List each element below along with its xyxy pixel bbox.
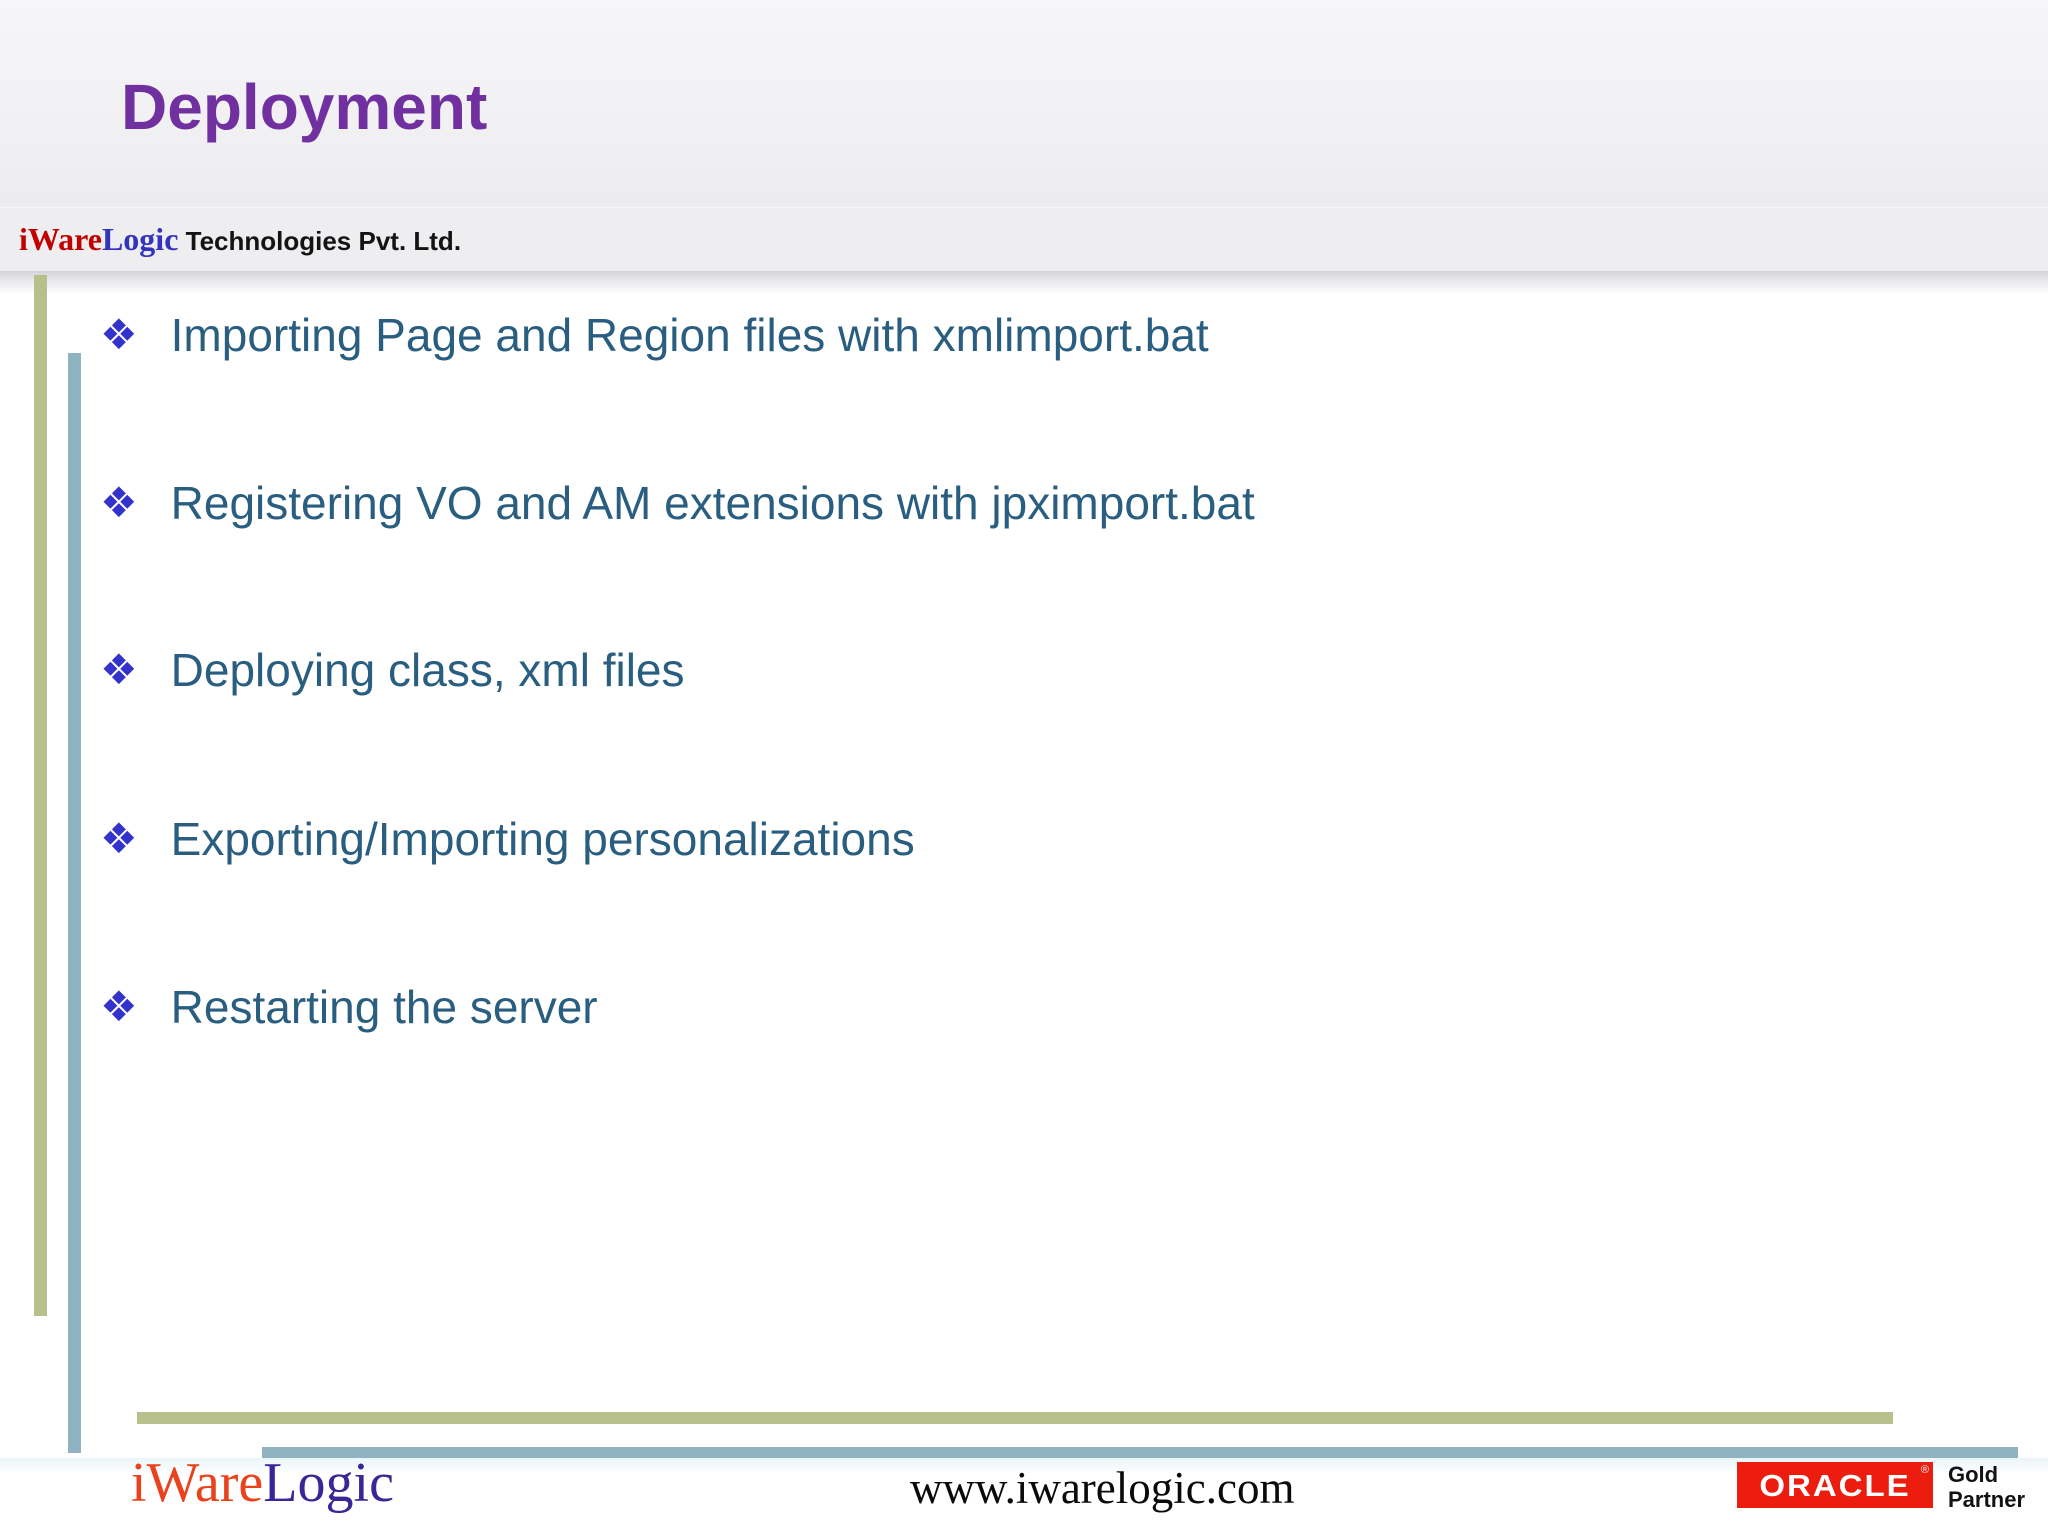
header-shadow-divider <box>0 271 2048 295</box>
bottom-bar-glow <box>0 1458 2048 1474</box>
bullet-text: Restarting the server <box>170 981 598 1033</box>
list-item: ❖ Registering VO and AM extensions with … <box>100 473 1255 533</box>
website-url: www.iwarelogic.com <box>910 1463 1295 1513</box>
page-title: Deployment <box>121 71 488 143</box>
list-item: ❖ Importing Page and Region files with x… <box>100 305 1209 365</box>
list-item: ❖ Exporting/Importing personalizations <box>100 809 915 869</box>
company-strip: iWareLogic Technologies Pvt. Ltd. <box>0 208 2048 271</box>
oracle-gold-partner-badge: ORACLE ® Gold Partner <box>1737 1462 2025 1512</box>
company-suffix: Technologies Pvt. Ltd. <box>178 226 462 256</box>
list-item: ❖ Restarting the server <box>100 977 598 1037</box>
bullet-text: Importing Page and Region files with xml… <box>170 309 1209 361</box>
iwarelogic-logo: iWareLogic <box>131 1452 394 1514</box>
bullet-text: Exporting/Importing personalizations <box>170 813 915 865</box>
bullet-text: Deploying class, xml files <box>170 644 685 696</box>
gold-partner-label: Gold Partner <box>1948 1462 2025 1512</box>
company-brand-iware: iWare <box>19 221 102 257</box>
oracle-logo: ORACLE ® <box>1737 1462 1933 1508</box>
oracle-wordmark: ORACLE <box>1759 1467 1911 1503</box>
company-brand-logic: Logic <box>101 221 179 257</box>
company-name: iWareLogic Technologies Pvt. Ltd. <box>19 221 461 258</box>
diamond-bullet-icon: ❖ <box>100 982 138 1031</box>
diamond-bullet-icon: ❖ <box>100 645 138 694</box>
diamond-bullet-icon: ❖ <box>100 478 138 527</box>
logo-part-iware: iWare <box>131 1452 264 1514</box>
gold-partner-line1: Gold <box>1948 1462 1999 1487</box>
logo-part-logic: Logic <box>263 1452 394 1514</box>
left-accent-bar-teal <box>68 353 81 1453</box>
registered-trademark-icon: ® <box>1920 1464 1929 1476</box>
bullet-text: Registering VO and AM extensions with jp… <box>170 477 1255 529</box>
left-accent-bar-olive <box>34 275 47 1316</box>
bottom-accent-bar-olive <box>137 1412 1893 1424</box>
list-item: ❖ Deploying class, xml files <box>100 640 685 700</box>
header-band: Deployment <box>0 0 2048 208</box>
bottom-accent-bar-teal <box>262 1447 2018 1458</box>
diamond-bullet-icon: ❖ <box>100 310 138 359</box>
gold-partner-line2: Partner <box>1948 1487 2026 1512</box>
diamond-bullet-icon: ❖ <box>100 814 138 863</box>
